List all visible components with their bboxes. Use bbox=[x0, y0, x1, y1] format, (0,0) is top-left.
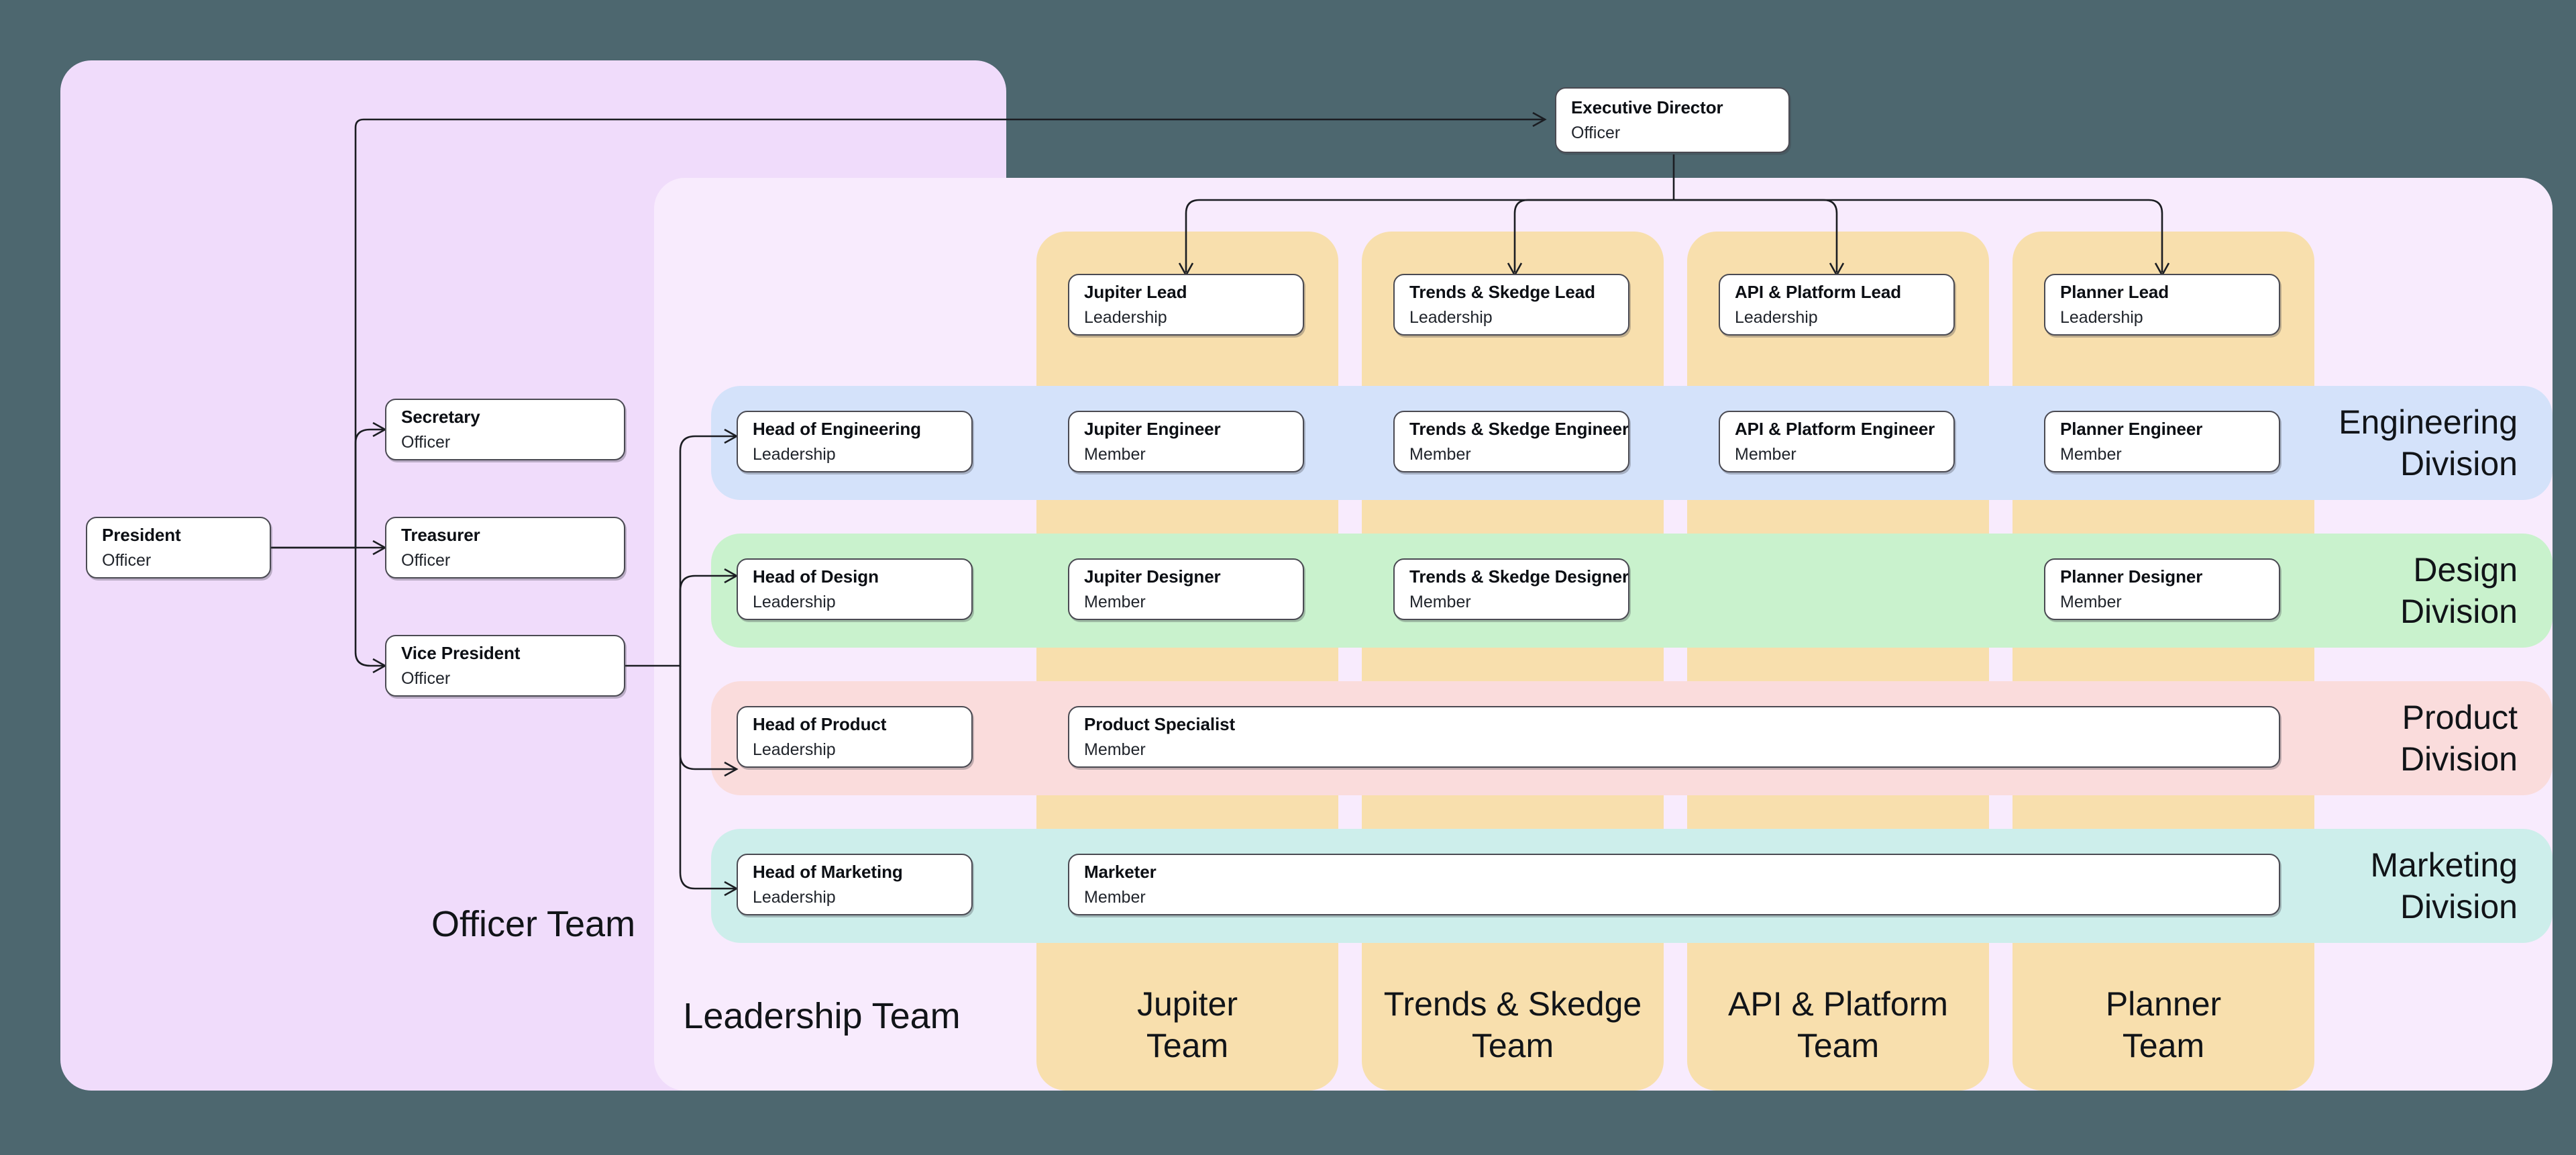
division-label-design: Design Division bbox=[2400, 551, 2518, 630]
node-role-api-platform-lead: Leadership bbox=[1735, 307, 1818, 327]
node-role-trends-skedge-lead: Leadership bbox=[1409, 307, 1493, 327]
node-head-of-engineering[interactable]: Head of Engineering Leadership bbox=[737, 411, 973, 472]
node-head-of-design[interactable]: Head of Design Leadership bbox=[737, 558, 973, 620]
node-jupiter-designer[interactable]: Jupiter Designer Member bbox=[1068, 558, 1304, 620]
node-planner-engineer[interactable]: Planner Engineer Member bbox=[2044, 411, 2280, 472]
division-label-product: Product Division bbox=[2400, 699, 2518, 778]
node-title-jupiter-lead: Jupiter Lead bbox=[1084, 282, 1187, 303]
node-title-planner-engineer: Planner Engineer bbox=[2060, 419, 2203, 440]
node-title-president: President bbox=[102, 525, 181, 546]
node-role-head-of-marketing: Leadership bbox=[753, 887, 836, 907]
node-role-jupiter-designer: Member bbox=[1084, 592, 1146, 611]
node-vice-president[interactable]: Vice President Officer bbox=[385, 635, 625, 697]
node-title-planner-designer: Planner Designer bbox=[2060, 566, 2203, 587]
arrowhead-executive-director bbox=[1532, 111, 1547, 128]
group-label-leadership-team: Leadership Team bbox=[683, 996, 961, 1036]
node-planner-designer[interactable]: Planner Designer Member bbox=[2044, 558, 2280, 620]
node-role-head-of-engineering: Leadership bbox=[753, 444, 836, 464]
node-role-head-of-design: Leadership bbox=[753, 592, 836, 611]
node-trends-skedge-lead[interactable]: Trends & Skedge Lead Leadership bbox=[1393, 274, 1629, 336]
node-title-trends-skedge-lead: Trends & Skedge Lead bbox=[1409, 282, 1595, 303]
team-column-label-trends-skedge: Trends & Skedge Team bbox=[1383, 985, 1642, 1064]
node-head-of-marketing[interactable]: Head of Marketing Leadership bbox=[737, 854, 973, 915]
node-president[interactable]: President Officer bbox=[86, 517, 271, 579]
node-title-head-of-design: Head of Design bbox=[753, 566, 879, 587]
node-role-jupiter-lead: Leadership bbox=[1084, 307, 1167, 327]
node-api-platform-engineer[interactable]: API & Platform Engineer Member bbox=[1719, 411, 1955, 472]
node-product-specialist[interactable]: Product Specialist Member bbox=[1068, 706, 2280, 768]
node-role-jupiter-engineer: Member bbox=[1084, 444, 1146, 464]
node-role-president: Officer bbox=[102, 550, 152, 570]
node-role-vice-president: Officer bbox=[401, 668, 451, 688]
node-role-executive-director: Officer bbox=[1571, 123, 1621, 142]
team-column-trends-skedge[interactable]: Trends & Skedge Team bbox=[1362, 232, 1664, 1091]
node-marketer[interactable]: Marketer Member bbox=[1068, 854, 2280, 915]
group-label-officer-team: Officer Team bbox=[431, 904, 636, 944]
node-title-trends-skedge-designer: Trends & Skedge Designer bbox=[1409, 566, 1629, 587]
node-secretary[interactable]: Secretary Officer bbox=[385, 399, 625, 460]
node-trends-skedge-engineer[interactable]: Trends & Skedge Engineer Member bbox=[1393, 411, 1629, 472]
node-title-head-of-marketing: Head of Marketing bbox=[753, 862, 903, 883]
node-title-jupiter-engineer: Jupiter Engineer bbox=[1084, 419, 1221, 440]
team-column-api-platform[interactable]: API & Platform Team bbox=[1687, 232, 1989, 1091]
node-title-vice-president: Vice President bbox=[401, 643, 521, 664]
node-role-trends-skedge-designer: Member bbox=[1409, 592, 1471, 611]
node-role-api-platform-engineer: Member bbox=[1735, 444, 1796, 464]
team-column-label-api-platform: API & Platform Team bbox=[1728, 985, 1948, 1064]
node-jupiter-engineer[interactable]: Jupiter Engineer Member bbox=[1068, 411, 1304, 472]
node-api-platform-lead[interactable]: API & Platform Lead Leadership bbox=[1719, 274, 1955, 336]
node-title-head-of-engineering: Head of Engineering bbox=[753, 419, 921, 440]
node-title-executive-director: Executive Director bbox=[1571, 97, 1723, 118]
node-role-planner-engineer: Member bbox=[2060, 444, 2122, 464]
node-title-marketer: Marketer bbox=[1084, 862, 1157, 883]
node-role-product-specialist: Member bbox=[1084, 740, 1146, 759]
node-treasurer[interactable]: Treasurer Officer bbox=[385, 517, 625, 579]
node-title-api-platform-lead: API & Platform Lead bbox=[1735, 282, 1902, 303]
node-role-marketer: Member bbox=[1084, 887, 1146, 907]
node-head-of-product[interactable]: Head of Product Leadership bbox=[737, 706, 973, 768]
division-label-engineering: Engineering Division bbox=[2339, 403, 2518, 483]
node-role-head-of-product: Leadership bbox=[753, 740, 836, 759]
node-role-treasurer: Officer bbox=[401, 550, 451, 570]
node-jupiter-lead[interactable]: Jupiter Lead Leadership bbox=[1068, 274, 1304, 336]
node-role-planner-designer: Member bbox=[2060, 592, 2122, 611]
node-role-planner-lead: Leadership bbox=[2060, 307, 2143, 327]
node-title-secretary: Secretary bbox=[401, 407, 480, 428]
node-title-treasurer: Treasurer bbox=[401, 525, 480, 546]
team-column-label-planner: Planner Team bbox=[2105, 985, 2222, 1064]
team-column-label-jupiter: Jupiter Team bbox=[1136, 985, 1238, 1064]
node-title-product-specialist: Product Specialist bbox=[1084, 714, 1236, 735]
team-column-jupiter[interactable]: Jupiter Team bbox=[1036, 232, 1338, 1091]
node-title-api-platform-engineer: API & Platform Engineer bbox=[1735, 419, 1935, 440]
node-title-planner-lead: Planner Lead bbox=[2060, 282, 2169, 303]
node-planner-lead[interactable]: Planner Lead Leadership bbox=[2044, 274, 2280, 336]
node-executive-director[interactable]: Executive Director Officer bbox=[1555, 87, 1790, 153]
node-role-trends-skedge-engineer: Member bbox=[1409, 444, 1471, 464]
division-label-marketing: Marketing Division bbox=[2370, 846, 2518, 925]
node-role-secretary: Officer bbox=[401, 432, 451, 452]
node-title-head-of-product: Head of Product bbox=[753, 714, 887, 735]
team-column-planner[interactable]: Planner Team bbox=[2012, 232, 2314, 1091]
node-title-trends-skedge-engineer: Trends & Skedge Engineer bbox=[1409, 419, 1629, 440]
node-title-jupiter-designer: Jupiter Designer bbox=[1084, 566, 1221, 587]
node-trends-skedge-designer[interactable]: Trends & Skedge Designer Member bbox=[1393, 558, 1629, 620]
